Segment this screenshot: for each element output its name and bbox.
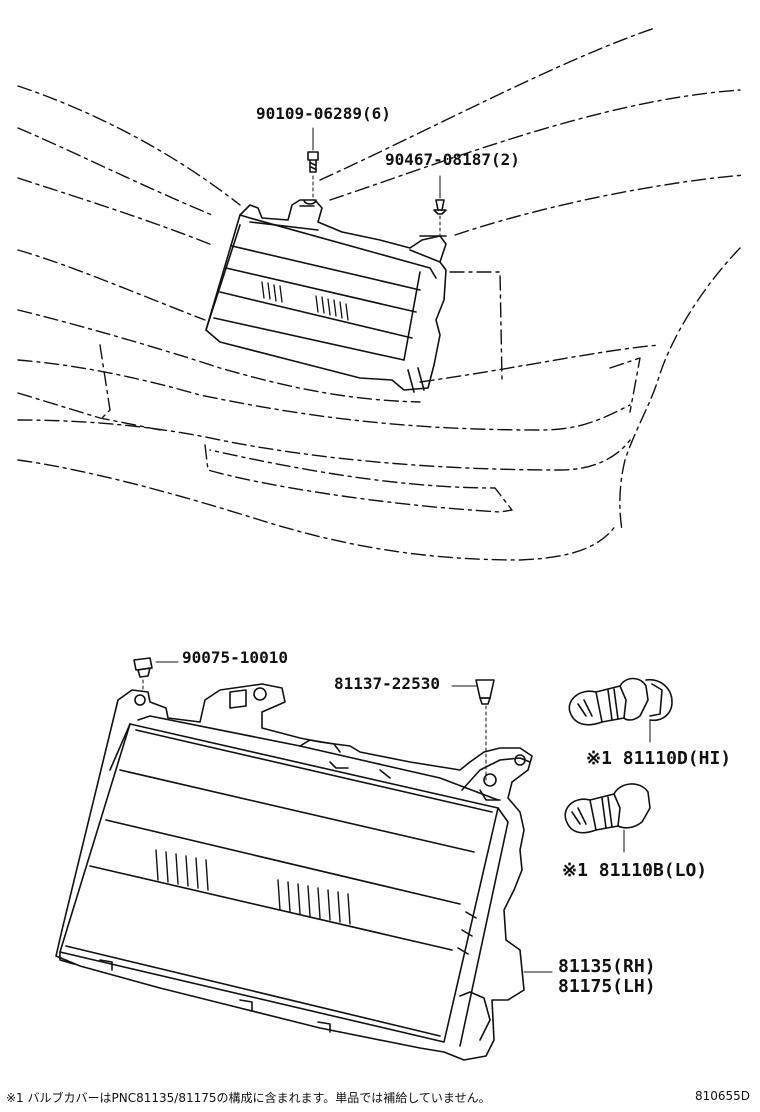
retainer-icon [475, 679, 495, 781]
headlamp-on-vehicle [205, 199, 447, 393]
headlamp-assembly-exploded [55, 683, 533, 1061]
clip-icon [433, 175, 447, 237]
leader-lines [155, 661, 553, 973]
label-headlamp-lh-81175[interactable]: 81175(LH) [558, 976, 656, 997]
label-nut-90075[interactable]: 90075-10010 [182, 648, 288, 667]
label-bulb-hi-81110d[interactable]: ※1 81110D(HI) [586, 748, 732, 769]
label-bolt-90109[interactable]: 90109-06289(6) [256, 104, 391, 123]
nut-icon [133, 657, 153, 691]
bulb-hi-icon [568, 677, 673, 743]
footnote: ※1 バルブカバーはPNC81135/81175の構成に含まれます。単品では補給… [6, 1091, 491, 1105]
label-clip-90467[interactable]: 90467-08187(2) [385, 150, 520, 169]
diagram-code: 810655D [694, 1089, 750, 1103]
bulb-lo-icon [564, 783, 651, 853]
label-retainer-81137[interactable]: 81137-22530 [334, 674, 440, 693]
vehicle-body-outline [17, 27, 746, 561]
bolt-icon [307, 127, 319, 199]
label-bulb-lo-81110b[interactable]: ※1 81110B(LO) [562, 860, 708, 881]
label-headlamp-rh-81135[interactable]: 81135(RH) [558, 956, 656, 977]
